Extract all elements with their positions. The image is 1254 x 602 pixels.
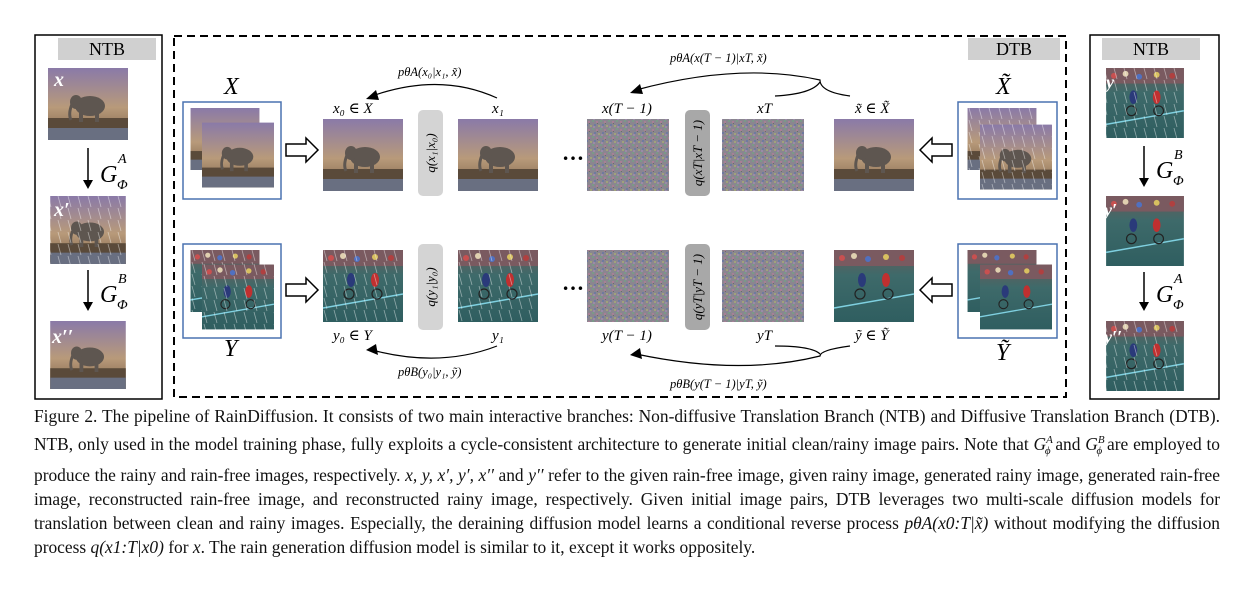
generator-right-top: G [1156,158,1173,184]
ntb-right-panel: NTB y G B Φ y′ G A Φ y′′ [1089,34,1220,400]
caption-vars-1: x, y, x′, y′, [405,465,474,486]
x0-label: x₀ ∈ X [332,101,373,117]
ytilde-label: ỹ ∈ Ỹ [853,327,890,344]
generator-left-bottom: G [100,282,117,308]
caption-text-2: and [1050,433,1086,454]
ellipsis-bottom: … [562,270,584,295]
generator-right-bottom-sup: A [1173,272,1183,287]
xT-label: xT [756,101,774,117]
caption-text-5: refer to the given rain-free image, give… [34,465,1220,534]
q-xT-xT-1: q(xT|xT − 1) [690,120,705,186]
caption-math-gb: G [1085,433,1098,454]
p-right-top: pθA(x(T − 1)|xT, x̃) [669,51,767,65]
q-yT-yT-1: q(yT|yT − 1) [690,254,705,320]
dtb-title: DTB [996,39,1032,59]
caption-text-8: . The rain generation diffusion model is… [200,537,756,558]
caption-math-ga: G [1033,433,1047,454]
caption-text-3: are employed to produce the rainy and ra… [34,433,1220,486]
caption-text-1: Figure 2. The pipeline of RainDiffusion.… [34,406,1220,454]
generator-right-top-sub: Φ [1173,174,1184,189]
xtilde-label: x̃ ∈ X̃ [854,101,890,117]
caption-text-6: without modifying the diffusion process [34,513,1220,558]
generator-left-top-sub: Φ [117,178,128,193]
label-x-double-prime: x′′ [51,326,73,348]
yT-label: yT [755,328,774,344]
domain-X-tilde: X̃ [995,73,1012,100]
ellipsis-top: … [562,140,584,165]
p-right-bottom: pθB(y(T − 1)|yT, ỹ) [669,377,767,391]
label-y: y [1104,72,1115,92]
caption-math-p: pθA(x0:T|x̃) [904,513,989,534]
generator-left-top: G [100,162,117,188]
ntb-left-title: NTB [89,39,125,59]
domain-X: X [223,74,240,100]
dtb-panel: DTB X x₀ ∈ X q(x₁|x₀) x₁ … x(T − 1) q(xT… [173,35,1067,398]
label-y-prime: y′ [1102,200,1117,220]
q-x1-x0: q(x₁|x₀) [423,133,438,172]
pipeline-figure: NTB x G A Φ x′ G B Φ x′′ DTB X x₀ ∈ X q(… [34,34,1220,400]
y0-label: y₀ ∈ Y [331,328,373,344]
caption-vars-3: y′′ [528,465,544,486]
label-x: x [53,69,64,91]
domain-Y: Y [224,336,240,362]
generator-left-bottom-sup: B [118,272,127,287]
p-left-bottom: pθB(y₀|y₁, ỹ) [397,365,461,379]
generator-left-top-sup: A [117,152,127,167]
caption-math-q: q(x1:T|x0) [90,537,164,558]
p-left-top: pθA(x₀|x₁, x̃) [397,65,461,79]
caption-text-4: and [493,465,529,486]
label-x-prime: x′ [53,199,70,221]
xT1-label: x(T − 1) [601,101,652,117]
yT1-label: y(T − 1) [600,328,652,344]
q-y1-y0: q(y₁|y₀) [423,267,438,306]
generator-right-bottom: G [1156,282,1173,308]
ntb-right-title: NTB [1133,39,1169,59]
x1-label: x₁ [491,101,504,117]
generator-left-bottom-sub: Φ [117,298,128,313]
y1-label: y₁ [490,328,504,344]
label-y-double-prime: y′′ [1102,327,1122,347]
ntb-left-panel: NTB x G A Φ x′ G B Φ x′′ [34,34,163,400]
generator-right-bottom-sub: Φ [1173,298,1184,313]
figure-caption: Figure 2. The pipeline of RainDiffusion.… [34,406,1220,558]
caption-vars-2: x′′ [478,465,494,486]
domain-Y-tilde: Ỹ [996,340,1012,366]
caption-text-7: for [163,537,193,558]
generator-right-top-sup: B [1174,148,1183,163]
caption-math-x: x [192,537,201,558]
